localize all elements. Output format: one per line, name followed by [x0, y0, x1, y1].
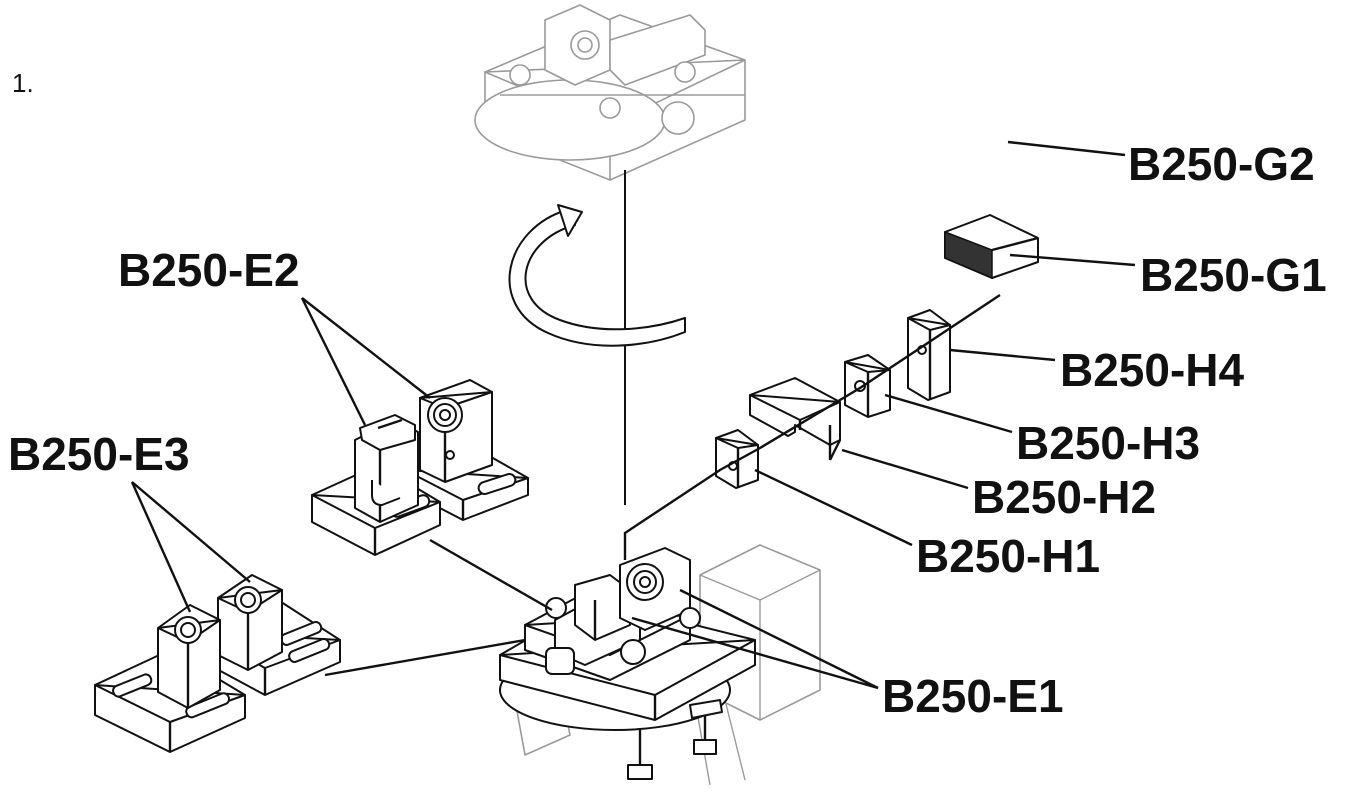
label-b250-h4: B250-H4 [1060, 344, 1245, 396]
leader-e2-b [301, 297, 431, 399]
leader-e1-b [679, 588, 879, 690]
step-number: 1. [12, 68, 34, 98]
alignment-line-e3 [324, 638, 526, 677]
alignment-line-e2 [429, 538, 553, 612]
part-e2 [311, 379, 529, 556]
main-fixture-assembly [499, 544, 821, 786]
leader-g2 [1007, 140, 1126, 157]
label-b250-e1: B250-E1 [882, 670, 1064, 722]
label-b250-e2: B250-E2 [118, 244, 300, 296]
part-g1 [944, 214, 1039, 280]
rotation-arrow-icon [508, 204, 686, 347]
leader-e3-a [130, 481, 192, 613]
alignment-line-h [623, 294, 1001, 560]
part-e3 [94, 574, 341, 753]
part-h2 [749, 377, 842, 461]
leader-e2-a [300, 297, 367, 426]
rotated-fixture-preview [474, 4, 746, 181]
part-h3 [844, 354, 891, 418]
label-b250-h3: B250-H3 [1016, 417, 1200, 469]
leader-e1-a [631, 616, 879, 690]
label-b250-h1: B250-H1 [916, 530, 1100, 582]
label-b250-g1: B250-G1 [1140, 249, 1327, 301]
part-h4 [907, 309, 951, 401]
leader-h3 [884, 393, 1013, 434]
leader-g1 [1009, 253, 1136, 267]
leader-h2 [841, 448, 969, 490]
label-b250-e3: B250-E3 [8, 428, 190, 480]
leader-h4 [949, 348, 1056, 362]
part-h1 [715, 429, 759, 489]
leader-e3-b [131, 481, 251, 583]
label-b250-h2: B250-H2 [972, 471, 1156, 523]
label-b250-g2: B250-G2 [1128, 138, 1315, 190]
leader-h1 [754, 468, 913, 547]
